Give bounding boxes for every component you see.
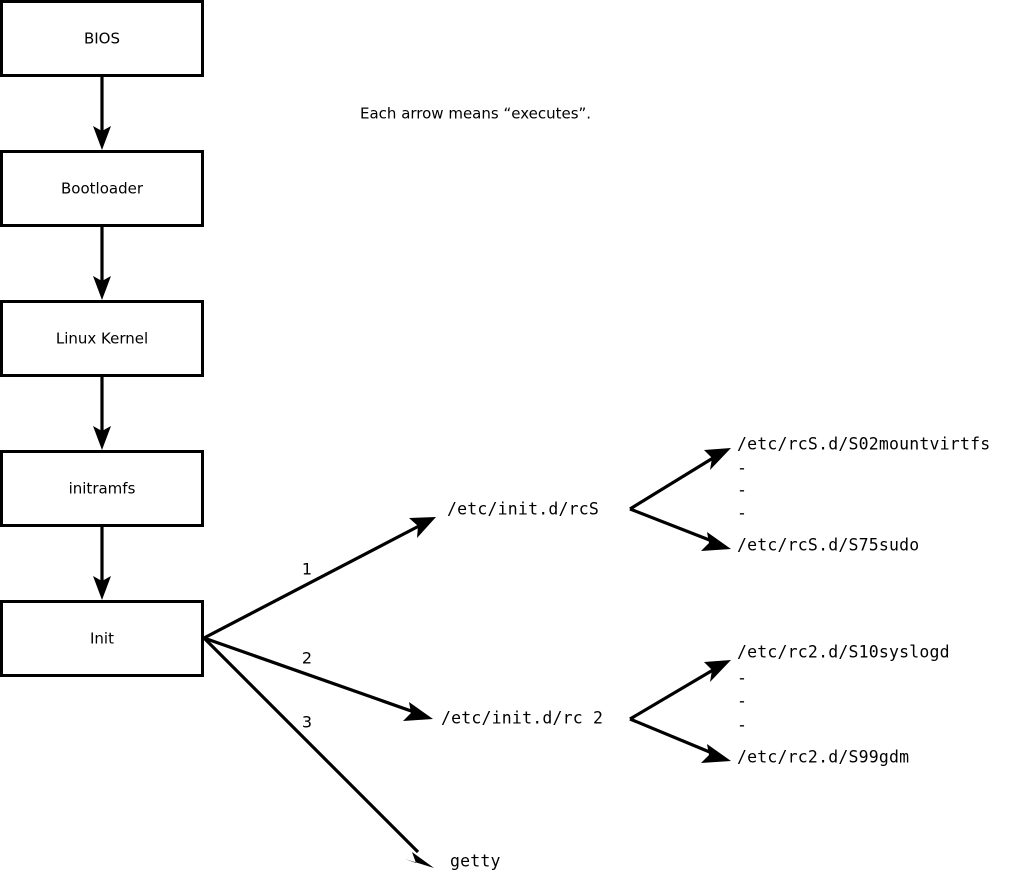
arrow-initramfs-to-init [93, 526, 111, 600]
edge-number-2: 2 [302, 649, 312, 668]
label-rc2-ellipsis-1: - [737, 669, 747, 688]
label-rcs-ellipsis-3: - [737, 504, 747, 523]
node-bootloader-label: Bootloader [61, 180, 144, 198]
label-rcs-first-script[interactable]: /etc/rcS.d/S02mountvirtfs [737, 435, 990, 454]
node-initramfs-label: initramfs [69, 480, 136, 498]
arrow-init-to-rcs: 1 [203, 517, 436, 640]
node-linux-kernel-label: Linux Kernel [56, 330, 148, 348]
label-rcs-last-script[interactable]: /etc/rcS.d/S75sudo [737, 536, 919, 555]
arrow-init-to-rc2: 2 [203, 636, 433, 721]
edge-number-3: 3 [302, 713, 312, 732]
node-bootloader[interactable]: Bootloader [0, 150, 204, 227]
label-rc2-last-script[interactable]: /etc/rc2.d/S99gdm [737, 748, 909, 767]
node-linux-kernel[interactable]: Linux Kernel [0, 300, 204, 377]
arrow-rc2-to-first-script [629, 660, 731, 721]
arrow-bootloader-to-kernel [93, 226, 111, 300]
arrow-init-to-getty: 3 [202, 636, 434, 868]
node-init[interactable]: Init [0, 600, 204, 677]
edge-number-1: 1 [302, 560, 312, 579]
label-rc2-ellipsis-3: - [737, 716, 747, 735]
label-etc-init-d-rc2[interactable]: /etc/init.d/rc 2 [441, 709, 603, 728]
node-bootloader-rect [0, 150, 204, 227]
node-init-label: Init [90, 630, 114, 648]
label-etc-init-d-rcs[interactable]: /etc/init.d/rcS [447, 500, 599, 519]
node-bios-label: BIOS [84, 30, 120, 48]
node-bios-rect [0, 0, 204, 77]
label-rcs-ellipsis-2: - [737, 481, 747, 500]
node-linux-kernel-rect [0, 300, 204, 377]
node-initramfs-rect [0, 450, 204, 527]
label-rcs-ellipsis-1: - [737, 459, 747, 478]
arrow-bios-to-bootloader [93, 76, 111, 150]
arrow-kernel-to-initramfs [93, 376, 111, 450]
node-initramfs[interactable]: initramfs [0, 450, 204, 527]
arrow-rcs-to-first-script [629, 448, 731, 511]
node-init-rect [0, 600, 204, 677]
legend-note: Each arrow means “executes”. [360, 105, 591, 123]
node-bios[interactable]: BIOS [0, 0, 204, 77]
arrow-rcs-to-last-script [629, 507, 731, 551]
label-rc2-ellipsis-2: - [737, 692, 747, 711]
arrow-rc2-to-last-script [629, 717, 731, 763]
label-rc2-first-script[interactable]: /etc/rc2.d/S10syslogd [737, 643, 950, 662]
label-getty[interactable]: getty [450, 852, 501, 871]
